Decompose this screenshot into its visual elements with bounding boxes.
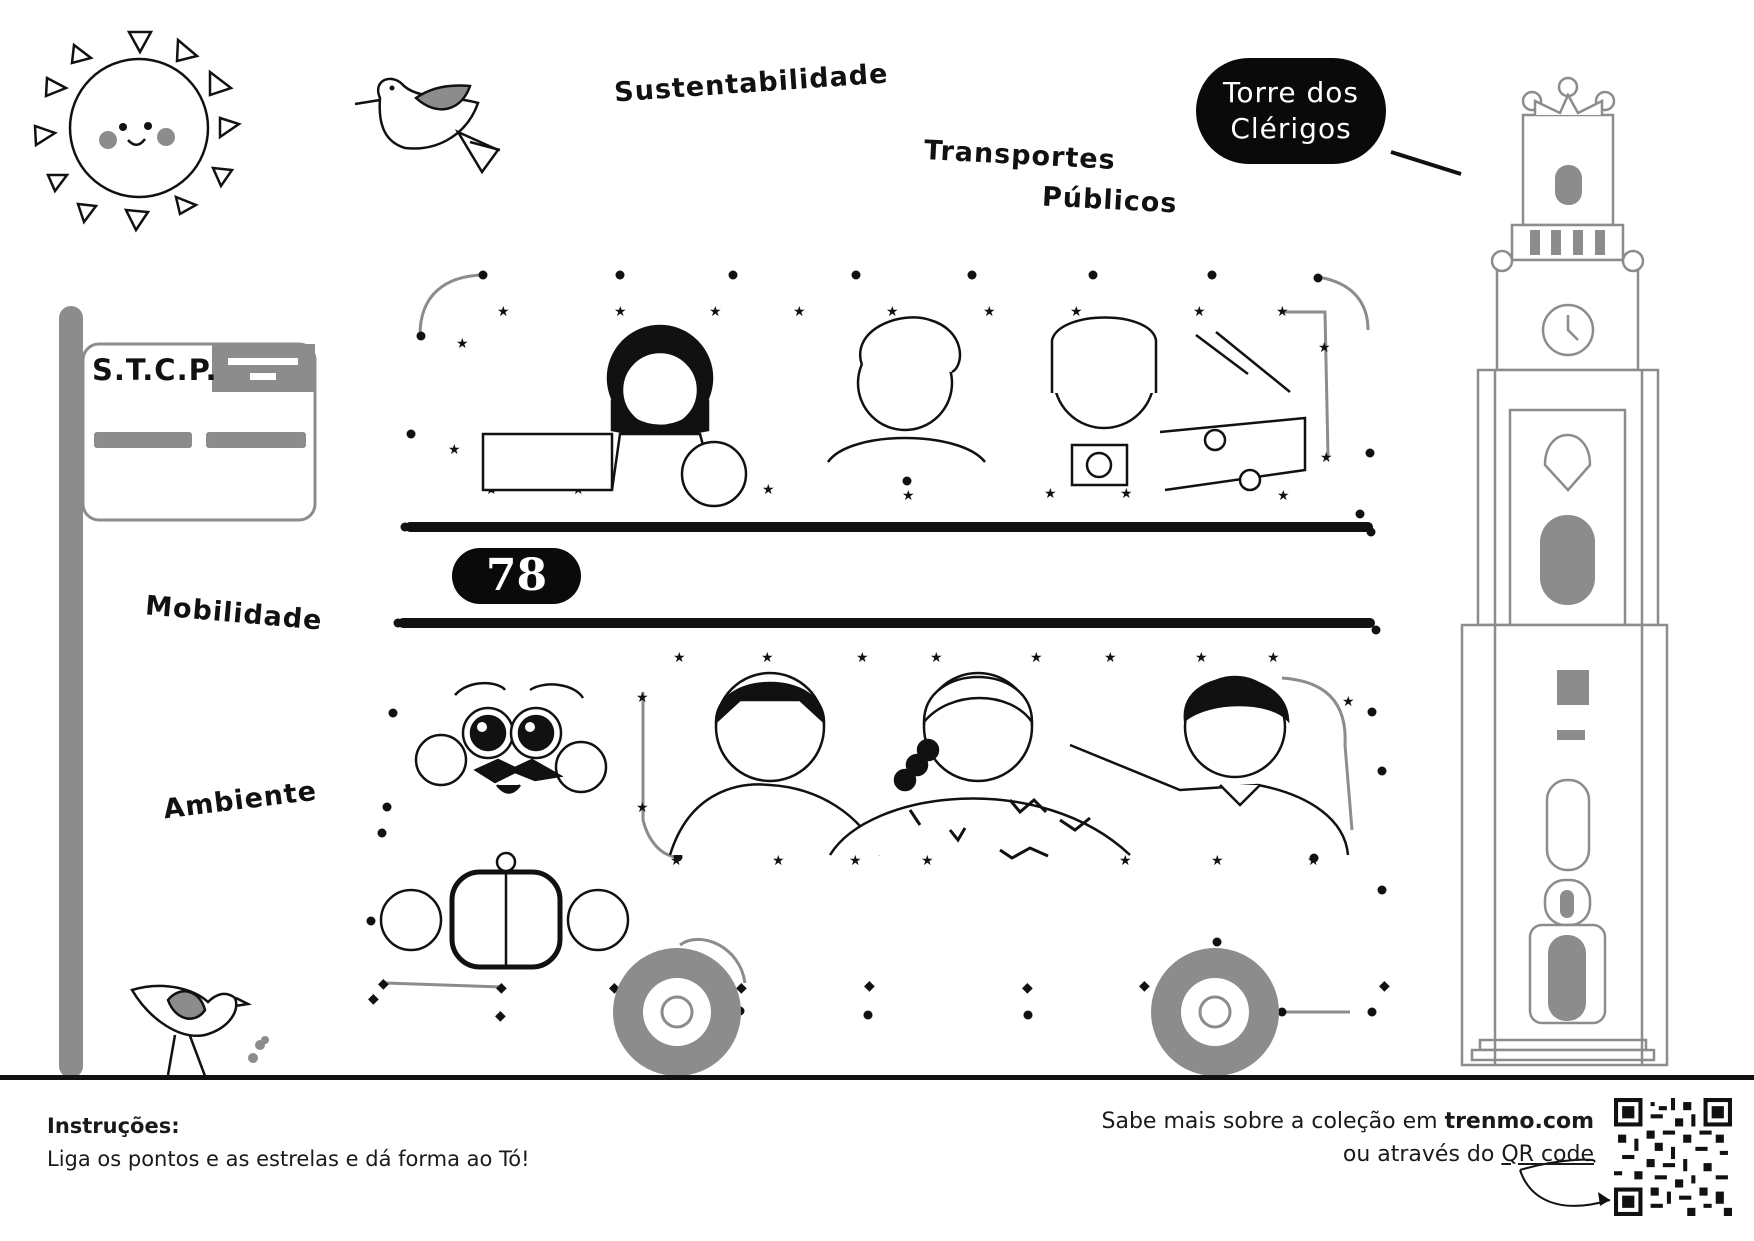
svg-text:◆: ◆ bbox=[495, 1008, 506, 1024]
svg-text:★: ★ bbox=[1104, 650, 1117, 666]
qr-code-label: QR code bbox=[1501, 1142, 1594, 1167]
more-prefix: Sabe mais sobre a coleção em bbox=[1101, 1109, 1445, 1134]
more-info: Sabe mais sobre a coleção em trenmo.com … bbox=[1102, 1105, 1595, 1171]
svg-text:★: ★ bbox=[1320, 450, 1333, 466]
svg-text:★: ★ bbox=[1211, 853, 1224, 869]
svg-text:★: ★ bbox=[1120, 486, 1133, 502]
svg-text:★: ★ bbox=[614, 304, 627, 320]
instructions: Instruções: Liga os pontos e as estrelas… bbox=[47, 1110, 530, 1176]
svg-text:★: ★ bbox=[983, 304, 996, 320]
svg-text:★: ★ bbox=[1318, 340, 1331, 356]
svg-text:★: ★ bbox=[762, 482, 775, 498]
qr-code[interactable] bbox=[1614, 1098, 1732, 1216]
svg-text:★: ★ bbox=[902, 488, 915, 504]
svg-text:★: ★ bbox=[709, 304, 722, 320]
svg-text:★: ★ bbox=[856, 650, 869, 666]
svg-text:★: ★ bbox=[761, 650, 774, 666]
bird-icon bbox=[354, 77, 501, 175]
svg-text:★: ★ bbox=[1193, 304, 1206, 320]
svg-text:★: ★ bbox=[1342, 694, 1355, 710]
svg-text:★: ★ bbox=[1267, 650, 1280, 666]
svg-text:★: ★ bbox=[1070, 304, 1083, 320]
bus-route-number: 78 bbox=[452, 548, 581, 604]
svg-text:★: ★ bbox=[886, 304, 899, 320]
svg-text:★: ★ bbox=[456, 336, 469, 352]
svg-text:★: ★ bbox=[772, 853, 785, 869]
svg-text:★: ★ bbox=[1044, 486, 1057, 502]
bus-stop-title: S.T.C.P. bbox=[92, 353, 218, 387]
site-link[interactable]: trenmo.com bbox=[1444, 1109, 1594, 1134]
svg-text:◆: ◆ bbox=[736, 980, 747, 996]
svg-text:★: ★ bbox=[448, 442, 461, 458]
svg-text:◆: ◆ bbox=[1379, 978, 1390, 994]
double-decker-bus: ★★★ ★★★ ★★★ ★★ ★★ ★★★ ★★★ ★★ ★★★ ★★★ ★★ … bbox=[366, 270, 1390, 1076]
svg-text:★: ★ bbox=[921, 853, 934, 869]
svg-text:★: ★ bbox=[636, 690, 649, 706]
svg-text:★: ★ bbox=[1030, 650, 1043, 666]
bubble-line-2: Clérigos bbox=[1230, 112, 1352, 145]
svg-text:◆: ◆ bbox=[1139, 978, 1150, 994]
svg-text:★: ★ bbox=[793, 304, 806, 320]
qr-prefix: ou através do bbox=[1342, 1142, 1502, 1167]
svg-text:◆: ◆ bbox=[1022, 980, 1033, 996]
ground-line bbox=[0, 1075, 1754, 1080]
bus-stop-sign bbox=[59, 306, 317, 1078]
svg-text:◆: ◆ bbox=[368, 991, 379, 1007]
svg-text:★: ★ bbox=[673, 650, 686, 666]
svg-text:★: ★ bbox=[497, 304, 510, 320]
arrow-icon bbox=[1519, 1169, 1611, 1207]
svg-text:★: ★ bbox=[1307, 853, 1320, 869]
svg-text:◆: ◆ bbox=[496, 980, 507, 996]
instructions-title: Instruções: bbox=[47, 1114, 180, 1138]
svg-text:★: ★ bbox=[1119, 853, 1132, 869]
svg-text:★: ★ bbox=[849, 853, 862, 869]
svg-text:★: ★ bbox=[1276, 304, 1289, 320]
sun-icon bbox=[33, 30, 242, 233]
svg-text:◆: ◆ bbox=[864, 978, 875, 994]
svg-text:◆: ◆ bbox=[609, 980, 620, 996]
svg-text:★: ★ bbox=[1195, 650, 1208, 666]
svg-text:◆: ◆ bbox=[378, 976, 389, 992]
clerigos-tower bbox=[1390, 76, 1669, 1067]
svg-text:★: ★ bbox=[930, 650, 943, 666]
svg-text:★: ★ bbox=[670, 853, 683, 869]
svg-text:★: ★ bbox=[636, 800, 649, 816]
bird-pecking-icon bbox=[130, 984, 269, 1077]
svg-text:★: ★ bbox=[1277, 488, 1290, 504]
bubble-line-1: Torre dos bbox=[1222, 76, 1359, 109]
instructions-text: Liga os pontos e as estrelas e dá forma … bbox=[47, 1147, 530, 1171]
tower-speech-bubble: Torre dos Clérigos bbox=[1196, 58, 1386, 164]
